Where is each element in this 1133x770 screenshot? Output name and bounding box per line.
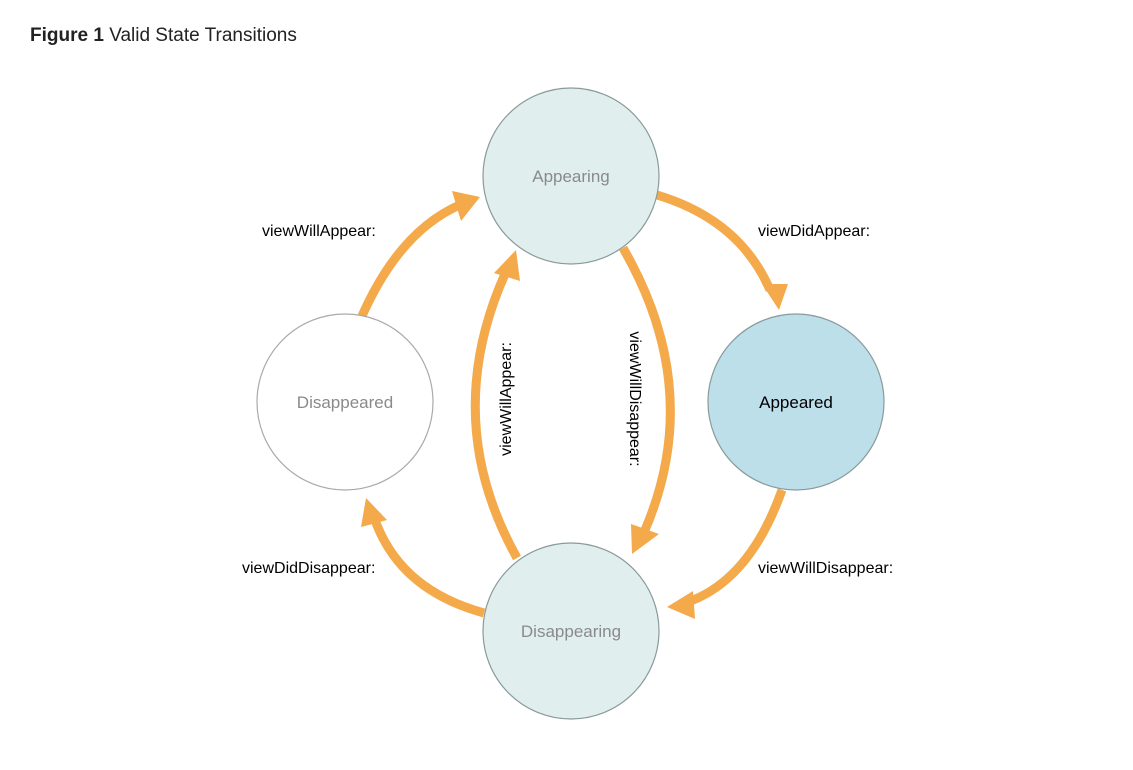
- arrowhead-disappearing-to-appearing: [494, 250, 520, 281]
- arrowhead-appeared-to-disappearing: [667, 591, 695, 619]
- label-disappearing-to-appearing: viewWillAppear:: [498, 342, 515, 456]
- state-appearing-circle: [482, 87, 660, 265]
- state-disappearing-label: Disappearing: [521, 622, 621, 641]
- label-appearing-to-disappearing: viewWillDisappear:: [626, 331, 643, 466]
- figure-caption: Figure 1 Valid State Transitions: [30, 25, 297, 47]
- arrow-disappearing-to-appearing: [470, 272, 521, 561]
- state-disappearing: Disappearing: [482, 542, 660, 720]
- state-appeared-circle: [707, 313, 885, 491]
- state-appeared-label: Appeared: [759, 393, 833, 412]
- arrow-disappearing-to-disappeared: [370, 518, 486, 618]
- figure-title: Valid State Transitions: [109, 25, 297, 46]
- figure-number: Figure 1: [30, 25, 104, 46]
- state-appeared: Appeared: [707, 313, 885, 491]
- transition-arrows: [357, 190, 788, 619]
- state-disappearing-circle: [482, 542, 660, 720]
- label-appearing-to-appeared: viewDidAppear:: [758, 223, 870, 240]
- state-disappeared: Disappeared: [256, 313, 434, 491]
- arrow-appearing-to-appeared: [655, 190, 775, 292]
- state-disappeared-circle: [256, 313, 434, 491]
- label-disappeared-to-appearing: viewWillAppear:: [262, 223, 376, 240]
- state-appearing: Appearing: [482, 87, 660, 265]
- arrow-appeared-to-disappearing: [686, 488, 787, 607]
- arrow-appearing-to-disappearing: [619, 245, 675, 532]
- state-appearing-label: Appearing: [532, 167, 610, 186]
- arrowhead-appearing-to-disappearing: [631, 524, 659, 554]
- state-disappeared-label: Disappeared: [297, 393, 393, 412]
- arrowhead-disappeared-to-appearing: [452, 191, 480, 221]
- label-disappearing-to-disappeared: viewDidDisappear:: [242, 560, 375, 577]
- arrowhead-appearing-to-appeared: [762, 284, 788, 310]
- label-appeared-to-disappearing: viewWillDisappear:: [758, 560, 893, 577]
- arrow-disappeared-to-appearing: [357, 199, 464, 318]
- arrowhead-disappearing-to-disappeared: [361, 498, 387, 527]
